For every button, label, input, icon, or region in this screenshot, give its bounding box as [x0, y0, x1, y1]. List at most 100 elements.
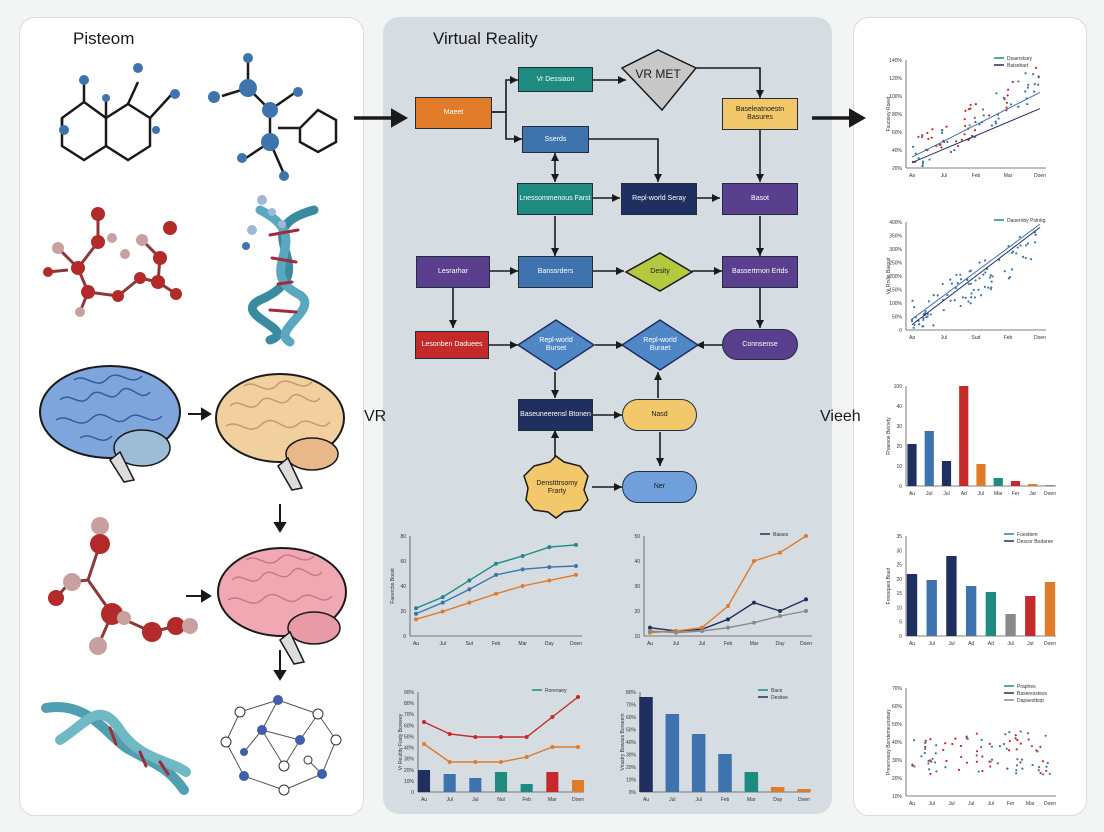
data-point — [752, 559, 756, 563]
node-nasd: Nasd — [622, 399, 697, 431]
bar — [417, 770, 431, 792]
data-point — [574, 564, 578, 568]
scatter-point — [980, 738, 983, 742]
buraet-diamond — [620, 319, 700, 371]
data-point — [440, 600, 445, 605]
y-tick-label: 0% — [629, 790, 637, 796]
x-tick-label: Jul — [699, 641, 705, 647]
scatter-point — [975, 760, 978, 763]
x-tick-label: Jul — [439, 641, 445, 647]
data-point — [467, 578, 472, 583]
bar — [469, 778, 482, 792]
scatter-point — [980, 745, 983, 749]
node-ner: Ner — [622, 471, 697, 503]
x-tick-label: Au — [647, 641, 653, 647]
data-point — [574, 572, 578, 577]
scatter-point — [955, 273, 958, 277]
y-tick-label: 60% — [892, 704, 903, 710]
scatter-point — [989, 276, 992, 279]
legend-label: Daoeroby Pstnkg — [1007, 218, 1046, 224]
scatter-point — [1041, 760, 1045, 763]
scatter-point — [967, 300, 970, 303]
legend-label: Destiee — [771, 695, 788, 701]
x-tick-label: Doen — [570, 641, 582, 647]
scatter-point — [942, 748, 945, 752]
data-point — [778, 614, 782, 618]
x-tick-label: Mar — [1026, 801, 1035, 807]
scatter-point — [1017, 105, 1020, 108]
scatter-point — [917, 135, 920, 138]
scatter-point — [949, 150, 953, 154]
scatter-point — [1045, 765, 1048, 768]
y-tick-label: 10% — [404, 779, 415, 785]
scatter-point — [1006, 767, 1009, 770]
x-tick-label: Sut — [466, 641, 474, 647]
scatter-point — [1033, 241, 1037, 244]
x-tick-label: Feb — [522, 797, 531, 803]
bar — [443, 774, 456, 792]
scatter-point — [970, 296, 973, 299]
y-tick-label: 10% — [626, 778, 637, 784]
x-tick-label: Au — [413, 641, 419, 647]
scatter-point — [990, 758, 994, 761]
y-tick-label: 5 — [899, 620, 902, 626]
x-tick-label: Doen — [800, 641, 812, 647]
x-tick-label: Feb — [972, 173, 981, 179]
y-axis-label: Ve Rrslle Baesst — [886, 257, 892, 294]
y-tick-label: 90% — [404, 690, 415, 696]
scatter-point — [960, 138, 963, 141]
scatter-point — [969, 302, 972, 305]
scatter-point — [924, 741, 927, 744]
scatter-point — [983, 285, 986, 289]
scatter-point — [959, 278, 963, 281]
data-point — [726, 617, 730, 622]
scatter-point — [923, 751, 926, 755]
y-tick-label: 120% — [889, 76, 902, 82]
y-tick-label: 0 — [899, 328, 902, 334]
scatter-point — [1015, 764, 1019, 767]
chart-6: 050%100%150%200%250%300%350%400%Ve Rrsll… — [886, 218, 1046, 341]
bar — [546, 772, 559, 792]
middle-panel-title: Virtual Reality — [433, 29, 538, 48]
scatter-point — [990, 286, 993, 289]
data-point — [422, 742, 426, 746]
bar — [959, 386, 969, 486]
x-tick-label: Jul — [929, 801, 935, 807]
node-lesrarhar: Lesrarhar — [416, 256, 490, 288]
scatter-point — [911, 299, 914, 302]
x-tick-label: Au — [643, 797, 649, 803]
data-point — [550, 745, 555, 749]
x-tick-label: Jul — [1027, 641, 1033, 647]
scatter-point — [1011, 80, 1014, 84]
scatter-point — [954, 737, 957, 740]
node-sserds: Sserds — [522, 126, 589, 153]
node-baseuneerensl: Baseuneerensl Btonen — [518, 399, 593, 431]
y-tick-label: 60 — [400, 559, 406, 565]
trend-line — [911, 91, 1041, 158]
scatter-point — [1026, 732, 1030, 735]
data-point — [499, 760, 503, 764]
scatter-point — [1019, 761, 1022, 764]
y-tick-label: 20 — [896, 444, 902, 450]
x-tick-label: Jul — [948, 801, 954, 807]
data-point — [547, 578, 552, 583]
data-point — [674, 630, 678, 635]
scatter-point — [973, 296, 976, 299]
legend-label: Descor Bodaree — [1017, 539, 1053, 545]
data-point — [494, 572, 498, 577]
scatter-point — [927, 759, 930, 763]
data-point — [524, 735, 529, 739]
scatter-point — [914, 152, 917, 155]
scatter-point — [961, 296, 964, 299]
data-point — [778, 609, 782, 613]
scatter-point — [1045, 769, 1048, 772]
bar — [1025, 596, 1036, 636]
data-point — [473, 760, 478, 764]
y-tick-label: 140% — [889, 58, 902, 64]
legend-label: Bace — [771, 688, 783, 694]
y-tick-label: 40% — [626, 740, 637, 746]
scatter-point — [918, 323, 921, 326]
y-tick-label: 50% — [892, 315, 903, 321]
x-tick-label: Feb — [721, 797, 730, 803]
